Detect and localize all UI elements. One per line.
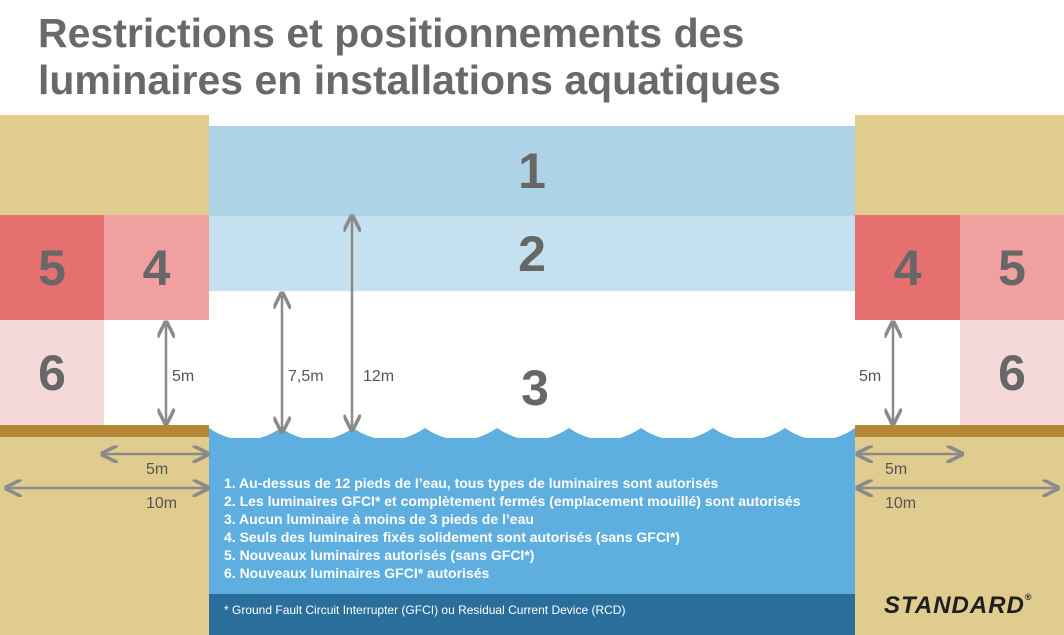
right-upper-ground [855, 115, 1064, 215]
zone-1-label: 1 [518, 143, 546, 199]
left-lower-ground [0, 437, 209, 635]
zone-4-left: 4 [104, 215, 209, 320]
standard-logo: STANDARD® [884, 592, 1033, 620]
label-left-5m-vertical: 5m [172, 368, 194, 385]
brand-name: STANDARD [884, 592, 1025, 619]
zone-5-left-label: 5 [38, 239, 66, 296]
zone-3: 3 [470, 350, 600, 425]
zone-4-right-label: 4 [893, 239, 922, 296]
legend-item-1: 1. Au-dessus de 12 pieds de l’eau, tous … [224, 475, 719, 491]
pool-footer [209, 594, 855, 635]
legend-item-5: 5. Nouveaux luminaires autorisés (sans G… [224, 547, 535, 563]
zone-6-left-label: 6 [38, 344, 66, 401]
right-lower-ground [855, 437, 1064, 635]
registered-mark: ® [1024, 592, 1033, 602]
zone-2-label: 2 [518, 225, 546, 282]
zone-legend: 1. Au-dessus de 12 pieds de l’eau, tous … [224, 474, 854, 582]
title-line-2: luminaires en installations aquatiques [38, 57, 781, 103]
gfci-footnote: * Ground Fault Circuit Interrupter (GFCI… [224, 603, 626, 617]
zone-5-right-label: 5 [998, 239, 1026, 296]
legend-item-3: 3. Aucun luminaire à moins de 3 pieds de… [224, 511, 534, 527]
zone-5-left: 5 [0, 215, 104, 320]
label-12m: 12m [363, 368, 394, 385]
label-right-5m-horizontal: 5m [885, 461, 907, 478]
zone-6-right-label: 6 [998, 344, 1026, 401]
zone-5-right: 5 [960, 215, 1064, 320]
left-upper-ground [0, 115, 209, 215]
water-waves [209, 428, 855, 450]
label-right-5m-vertical: 5m [859, 368, 881, 385]
legend-item-6: 6. Nouveaux luminaires GFCI* autorisés [224, 565, 490, 581]
label-right-10m-horizontal: 10m [885, 495, 916, 512]
right-deck-edge [855, 425, 1064, 437]
zone-6-left: 6 [0, 320, 104, 425]
label-7-5m: 7,5m [288, 368, 324, 385]
page-title: Restrictions et positionnements des lumi… [38, 10, 1038, 104]
legend-item-2: 2. Les luminaires GFCI* et complètement … [224, 493, 801, 509]
label-left-5m-horizontal: 5m [146, 461, 168, 478]
left-deck-edge [0, 425, 209, 437]
zone-4-right: 4 [855, 215, 960, 320]
zone-6-right: 6 [960, 320, 1064, 425]
zone-3-label: 3 [521, 359, 549, 416]
label-left-10m-horizontal: 10m [146, 495, 177, 512]
legend-item-4: 4. Seuls des luminaires fixés solidement… [224, 529, 680, 545]
pool-water [209, 438, 855, 594]
zone-2: 2 [209, 216, 855, 291]
zone-4-left-label: 4 [142, 239, 171, 296]
title-line-1: Restrictions et positionnements des [38, 10, 745, 56]
zone-1: 1 [209, 126, 855, 216]
